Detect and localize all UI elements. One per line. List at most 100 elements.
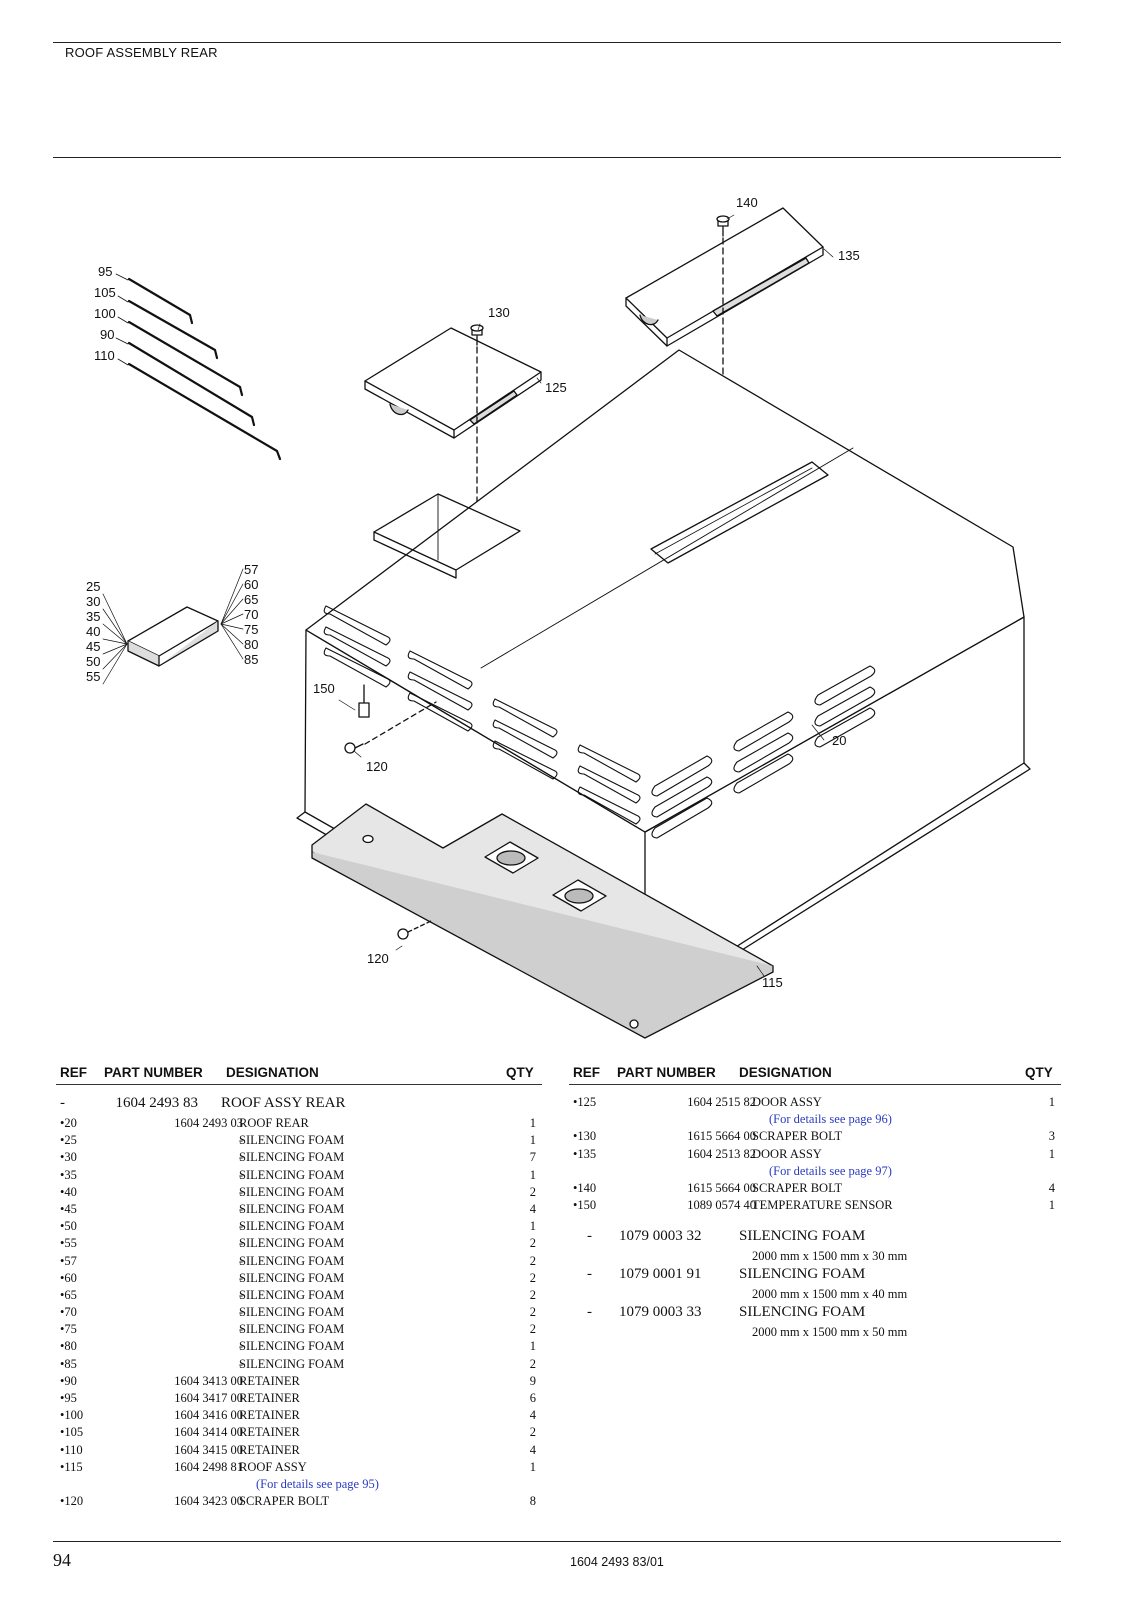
ref-cell: •75 [60, 1322, 77, 1337]
callout-105: 105 [94, 285, 116, 300]
ref-cell: •85 [60, 1356, 77, 1371]
detail-note-row: (For details see page 97) [569, 1163, 1061, 1180]
qty-cell: 2 [529, 1305, 536, 1320]
callout-50: 50 [86, 654, 100, 669]
designation-cell: SILENCING FOAM [239, 1219, 345, 1234]
foam-dimension-row: 2000 mm x 1500 mm x 40 mm [569, 1286, 1061, 1304]
callout-75: 75 [244, 622, 258, 637]
scraper-bolt-120a [344, 701, 437, 754]
detail-note: (For details see page 96) [769, 1112, 892, 1127]
ref-cell: •115 [60, 1459, 83, 1474]
qty-cell: 2 [529, 1236, 536, 1251]
designation-cell: SILENCING FOAM [239, 1322, 345, 1337]
foam-dimension-row: 2000 mm x 1500 mm x 30 mm [569, 1248, 1061, 1266]
callout-120-lower: 120 [367, 951, 389, 966]
callout-leaders [353, 214, 834, 977]
qty-cell: 1 [529, 1116, 536, 1130]
qty-cell: 1 [529, 1133, 536, 1148]
designation-cell: SILENCING FOAM [739, 1266, 866, 1283]
part-number-cell: 1604 3416 00 [174, 1408, 243, 1423]
col-part-number: PART NUMBER [104, 1065, 203, 1080]
part-number-cell: 1604 2513 82 [687, 1146, 756, 1161]
ref-cell: - [587, 1228, 592, 1245]
qty-cell: 2 [529, 1270, 536, 1285]
qty-cell: 1 [1048, 1095, 1055, 1109]
part-number-cell: 1604 2498 81 [174, 1459, 243, 1474]
ref-cell: - [587, 1266, 592, 1283]
ref-cell: •105 [60, 1425, 84, 1440]
ref-cell: •20 [60, 1116, 77, 1130]
callout-70: 70 [244, 607, 258, 622]
dimension-cell: 2000 mm x 1500 mm x 50 mm [752, 1325, 908, 1340]
ref-cell: •110 [60, 1442, 83, 1457]
part-number-cell: 1615 5664 00 [687, 1180, 756, 1195]
part-number-cell: - [238, 1322, 243, 1337]
qty-cell: 1 [529, 1219, 536, 1234]
callout-85: 85 [244, 652, 258, 667]
part-number-cell: - [238, 1253, 243, 1268]
ref-cell: •55 [60, 1236, 77, 1251]
callout-125: 125 [545, 380, 567, 395]
roof-assy-plate [311, 803, 774, 1039]
designation-cell: RETAINER [239, 1391, 300, 1405]
qty-cell: 2 [529, 1356, 536, 1371]
callout-135: 135 [838, 248, 860, 263]
col-qty: QTY [506, 1065, 534, 1080]
designation-cell: RETAINER [239, 1425, 300, 1440]
ref-cell: •45 [60, 1201, 77, 1216]
ref-cell: •140 [573, 1180, 597, 1195]
ref-cell: •50 [60, 1219, 77, 1234]
col-designation: DESIGNATION [226, 1065, 319, 1080]
document-number: 1604 2493 83/01 [570, 1555, 664, 1569]
part-number-cell: 1079 0003 33 [619, 1304, 702, 1321]
designation-cell: SCRAPER BOLT [752, 1129, 843, 1144]
designation-cell: DOOR ASSY [752, 1095, 822, 1109]
designation-cell: TEMPERATURE SENSOR [752, 1198, 893, 1213]
ref-cell: •130 [573, 1129, 597, 1144]
callout-80: 80 [244, 637, 258, 652]
designation-cell: SILENCING FOAM [239, 1167, 345, 1182]
callout-20: 20 [832, 733, 846, 748]
designation-cell: RETAINER [239, 1442, 300, 1457]
ref-cell: •60 [60, 1270, 77, 1285]
part-number-cell: 1604 3415 00 [174, 1442, 243, 1457]
ref-cell: •65 [60, 1287, 77, 1302]
qty-cell: 2 [529, 1184, 536, 1199]
ref-cell: •95 [60, 1391, 77, 1405]
designation-cell: SILENCING FOAM [239, 1339, 345, 1354]
part-number-cell: 1604 2493 83 [115, 1095, 199, 1111]
designation-cell: SILENCING FOAM [739, 1304, 866, 1321]
part-number-cell: - [238, 1287, 243, 1302]
part-number-cell: 1604 3417 00 [174, 1391, 243, 1405]
qty-cell: 7 [529, 1150, 536, 1165]
designation-cell: SILENCING FOAM [239, 1150, 345, 1165]
part-number-cell: - [238, 1236, 243, 1251]
col-part-number: PART NUMBER [617, 1065, 716, 1080]
exploded-view-diagram: 95 105 100 90 110 130 125 140 135 25 30 … [86, 195, 1031, 1039]
footer-rule [53, 1541, 1061, 1542]
temperature-sensor [338, 684, 370, 718]
designation-cell: SILENCING FOAM [739, 1228, 866, 1245]
